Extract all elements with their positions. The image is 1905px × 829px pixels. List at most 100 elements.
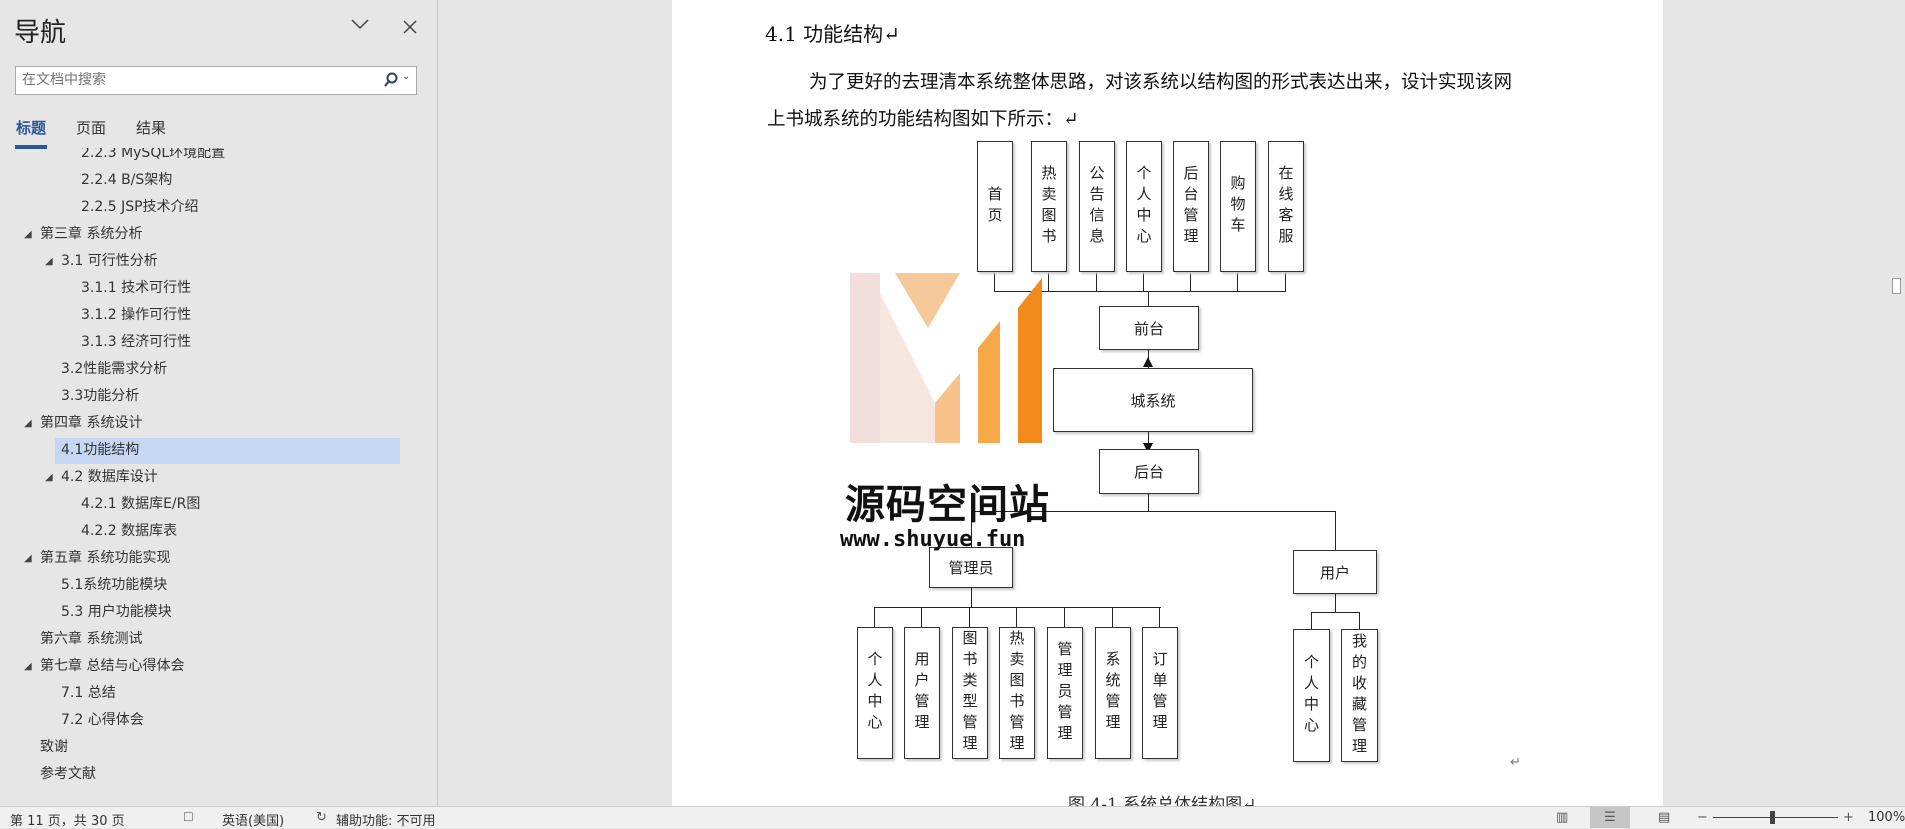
tree-item[interactable]: ◢ 第七章 总结与心得体会 xyxy=(0,653,430,680)
collapse-triangle-icon[interactable]: ◢ xyxy=(45,472,53,483)
tree-item-label: 第七章 总结与心得体会 xyxy=(40,658,185,674)
accessibility-icon[interactable]: ↻ xyxy=(316,810,327,825)
connector-line xyxy=(971,511,1336,513)
zoom-slider-thumb[interactable] xyxy=(1770,811,1775,824)
zoom-level[interactable]: 100% xyxy=(1868,810,1905,825)
connector-line xyxy=(1112,607,1114,627)
tree-item[interactable]: 3.1.3 经济可行性 xyxy=(0,329,430,356)
tree-item[interactable]: 4.2.1 数据库E/R图 xyxy=(0,491,430,518)
collapse-triangle-icon[interactable]: ◢ xyxy=(24,661,32,672)
vertical-scrollbar[interactable] xyxy=(1889,0,1905,806)
zoom-out-button[interactable]: − xyxy=(1697,810,1708,825)
admin-module-box: 热卖图书管理 xyxy=(999,627,1035,759)
tree-item[interactable]: 2.2.5 JSP技术介绍 xyxy=(0,194,430,221)
watermark-url: www.shuyue.fun xyxy=(840,527,1026,552)
user-box: 用户 xyxy=(1293,550,1377,594)
admin-box: 管理员 xyxy=(929,547,1013,588)
language[interactable]: 英语(美国) xyxy=(222,814,285,829)
tree-item-label: 3.1.1 技术可行性 xyxy=(81,280,192,296)
arrow-up-icon xyxy=(1143,352,1153,371)
tree-item-label: 3.2性能需求分析 xyxy=(61,361,168,377)
tree-item[interactable]: 3.2性能需求分析 xyxy=(0,356,430,383)
close-icon[interactable] xyxy=(402,16,418,40)
tree-item[interactable]: 2.2.3 MySQL环境配置 xyxy=(0,148,430,167)
zoom-in-button[interactable]: + xyxy=(1843,810,1854,825)
connector-line xyxy=(1096,272,1098,291)
connector-line xyxy=(994,291,1286,293)
read-mode-icon[interactable]: ▥ xyxy=(1556,810,1569,825)
connector-line xyxy=(1143,272,1145,291)
admin-module-box: 图书类型管理 xyxy=(952,627,988,759)
tree-item-label: 第四章 系统设计 xyxy=(40,415,143,431)
proofing-icon[interactable]: ☐ xyxy=(183,810,194,824)
watermark-occlusion xyxy=(1092,378,1122,420)
collapse-triangle-icon[interactable]: ◢ xyxy=(24,229,32,240)
admin-module-box: 用户管理 xyxy=(904,627,940,759)
tab-headings[interactable]: 标题 xyxy=(16,119,47,137)
scrollbar-thumb[interactable] xyxy=(1892,278,1901,294)
tree-item[interactable]: 5.1系统功能模块 xyxy=(0,572,430,599)
collapse-triangle-icon[interactable]: ◢ xyxy=(24,553,32,564)
connector-line xyxy=(1335,511,1337,550)
tree-item[interactable]: 7.1 总结 xyxy=(0,680,430,707)
figure-caption: 图 4-1 系统总体结构图↵ xyxy=(1068,795,1257,806)
search-input[interactable] xyxy=(22,72,362,88)
navigation-pane: 导航 ⌄ 标题 页面 结果 2.2.3 MySQL环境配置 2.2.4 B/S架构… xyxy=(0,0,438,806)
top-module-box: 后台管理 xyxy=(1173,141,1209,272)
tab-pages[interactable]: 页面 xyxy=(76,119,107,137)
connector-line xyxy=(1190,272,1192,291)
admin-module-box: 订单管理 xyxy=(1142,627,1178,759)
connector-line xyxy=(994,272,996,291)
accessibility-status[interactable]: 辅助功能: 不可用 xyxy=(336,814,436,829)
tree-item[interactable]: ◢ 第三章 系统分析 xyxy=(0,221,430,248)
connector-line xyxy=(1148,291,1150,306)
backend-box: 后台 xyxy=(1099,449,1199,494)
collapse-triangle-icon[interactable]: ◢ xyxy=(24,418,32,429)
tab-results[interactable]: 结果 xyxy=(136,119,167,137)
tree-item-label: 第三章 系统分析 xyxy=(40,226,143,242)
tree-item[interactable]: ◢ 4.2 数据库设计 xyxy=(0,464,430,491)
tree-item-label: 4.2 数据库设计 xyxy=(61,469,158,485)
page-count[interactable]: 第 11 页，共 30 页 xyxy=(10,814,125,829)
arrow-down-icon xyxy=(1143,438,1153,457)
connector-line xyxy=(1048,272,1050,291)
tree-item[interactable]: 2.2.4 B/S架构 xyxy=(0,167,430,194)
tree-item[interactable]: ◢ 第四章 系统设计 xyxy=(0,410,430,437)
admin-module-box: 系统管理 xyxy=(1095,627,1131,759)
tree-item[interactable]: ◢ 3.1 可行性分析 xyxy=(0,248,430,275)
tree-item[interactable]: 第六章 系统测试 xyxy=(0,626,430,653)
tree-item[interactable]: 参考文献 xyxy=(0,761,430,788)
tree-item-label: 第五章 系统功能实现 xyxy=(40,550,171,566)
tree-selection-highlight xyxy=(55,438,400,464)
top-module-box: 公告信息 xyxy=(1079,141,1115,272)
admin-module-box: 管理员管理 xyxy=(1047,627,1083,759)
connector-line xyxy=(1285,272,1287,291)
tree-item-label: 2.2.4 B/S架构 xyxy=(81,172,173,188)
top-module-box: 购物车 xyxy=(1220,141,1256,272)
paragraph-line-2: 上书城系统的功能结构图如下所示：↵ xyxy=(767,109,1079,130)
tree-item[interactable]: 7.2 心得体会 xyxy=(0,707,430,734)
nav-title: 导航 xyxy=(14,18,67,48)
chevron-down-icon[interactable] xyxy=(350,12,370,36)
connector-line xyxy=(921,607,923,627)
tree-item[interactable]: 3.1.1 技术可行性 xyxy=(0,275,430,302)
tree-item[interactable]: 4.2.2 数据库表 xyxy=(0,518,430,545)
connector-line xyxy=(1064,607,1066,627)
user-module-box: 我的收藏管理 xyxy=(1341,629,1378,762)
tree-item[interactable]: 3.1.2 操作可行性 xyxy=(0,302,430,329)
tree-item-label: 5.1系统功能模块 xyxy=(61,577,168,593)
tree-item-label: 3.1 可行性分析 xyxy=(61,253,158,269)
tree-item[interactable]: 致谢 xyxy=(0,734,430,761)
tree-item[interactable]: 3.3功能分析 xyxy=(0,383,430,410)
tree-item[interactable]: 4.1功能结构 xyxy=(0,437,430,464)
tree-item-label: 3.3功能分析 xyxy=(61,388,140,404)
search-box[interactable]: ⌄ xyxy=(15,66,417,95)
print-layout-icon[interactable]: ☰ xyxy=(1590,807,1630,828)
search-options-chevron-icon[interactable]: ⌄ xyxy=(402,71,411,82)
tree-item[interactable]: ◢ 第五章 系统功能实现 xyxy=(0,545,430,572)
collapse-triangle-icon[interactable]: ◢ xyxy=(45,256,53,267)
web-layout-icon[interactable]: ▤ xyxy=(1658,810,1671,825)
tree-item[interactable]: 5.3 用户功能模块 xyxy=(0,599,430,626)
search-icon[interactable] xyxy=(383,72,399,92)
zoom-slider-track[interactable] xyxy=(1713,817,1838,818)
